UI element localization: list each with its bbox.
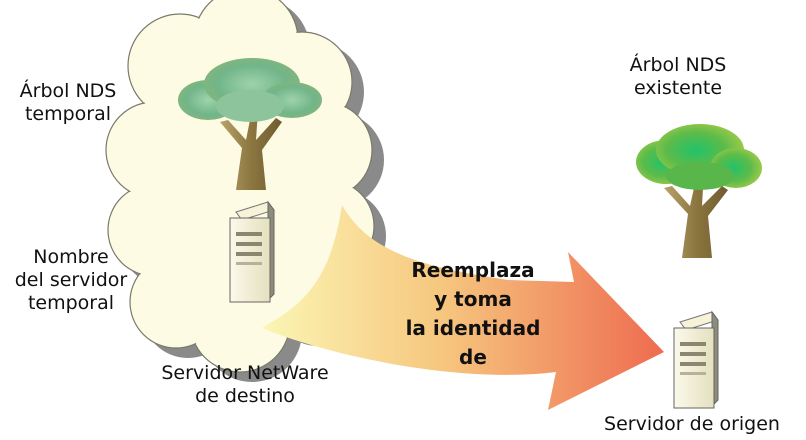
label-source-server-line1: Servidor de origen	[604, 413, 780, 435]
arrow-label-line1: Reemplaza	[411, 258, 535, 282]
label-temp-server-name-line3: temporal	[27, 292, 115, 314]
curved-arrow	[262, 205, 664, 410]
label-dest-server-line2: de destino	[195, 385, 295, 407]
label-temp-tree-line2: temporal	[24, 103, 112, 125]
label-dest-server-line1: Servidor NetWare	[161, 362, 329, 384]
label-source-server: Servidor de origen	[592, 413, 792, 436]
tree-icon-existente	[636, 124, 762, 258]
arrow-label-line2: y toma	[434, 287, 512, 311]
arrow-label-line3: la identidad	[405, 316, 541, 340]
arrow-label-line4: de	[459, 345, 487, 369]
label-temp-server-name-line1: Nombre	[33, 246, 109, 268]
label-dest-server: Servidor NetWare de destino	[150, 362, 340, 408]
tree-icon-temporal	[178, 58, 322, 190]
label-existing-tree: Árbol NDS existente	[618, 54, 738, 100]
label-existing-tree-line1: Árbol NDS	[629, 54, 727, 76]
label-temp-server-name: Nombre del servidor temporal	[0, 246, 142, 315]
server-icon-origen	[673, 310, 719, 409]
server-icon-destino	[229, 200, 275, 303]
label-existing-tree-line2: existente	[633, 77, 723, 99]
label-temp-tree-line1: Árbol NDS	[19, 80, 117, 102]
label-temp-tree: Árbol NDS temporal	[12, 80, 124, 126]
arrow-label: Reemplaza y toma la identidad de	[398, 256, 548, 372]
label-temp-server-name-line2: del servidor	[14, 269, 128, 291]
